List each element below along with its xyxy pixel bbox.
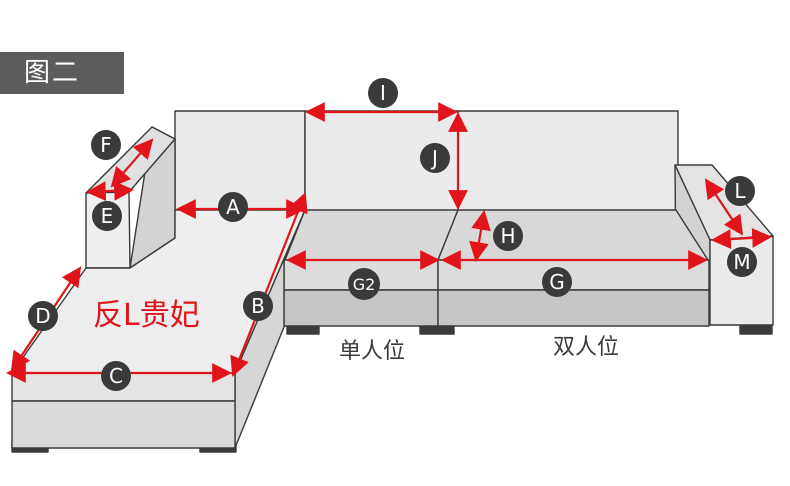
figure-tab: 图二 <box>0 52 124 94</box>
arrow-f <box>110 138 154 188</box>
arrow-l <box>704 178 744 236</box>
svg-text:I: I <box>380 81 386 105</box>
svg-text:C: C <box>109 364 123 388</box>
chaise-front-base <box>11 400 236 449</box>
svg-text:M: M <box>733 250 750 274</box>
svg-text:G: G <box>549 270 565 294</box>
dimension-arrows <box>6 102 772 383</box>
svg-text:B: B <box>251 294 265 318</box>
svg-text:J: J <box>430 146 438 170</box>
marker-g: G <box>542 267 572 297</box>
marker-c: C <box>101 361 131 391</box>
svg-text:H: H <box>500 224 515 248</box>
svg-text:E: E <box>101 204 114 228</box>
arrow-b <box>230 192 308 377</box>
sofa-body <box>11 110 774 453</box>
svg-text:D: D <box>35 304 50 328</box>
arrow-m <box>711 228 772 249</box>
svg-text:A: A <box>226 195 240 219</box>
marker-f: F <box>91 130 121 160</box>
marker-d: D <box>28 301 58 331</box>
marker-h: H <box>493 221 523 251</box>
marker-j: J <box>420 143 450 173</box>
dimension-markers: I J F E A H L <box>28 78 757 391</box>
svg-text:L: L <box>734 179 746 203</box>
single-seat-label: 单人位 <box>339 339 405 364</box>
back-cushion-right <box>457 110 679 212</box>
marker-b: B <box>243 291 273 321</box>
seat-front-double-top <box>437 259 710 291</box>
arrow-e <box>86 180 134 202</box>
svg-text:F: F <box>100 133 112 157</box>
marker-l: L <box>725 176 755 206</box>
marker-g2: G2 <box>348 268 380 300</box>
marker-i: I <box>368 78 398 108</box>
arrow-h <box>469 210 491 262</box>
seat-front-double-base <box>437 289 710 327</box>
foot-right <box>739 324 773 335</box>
marker-a: A <box>218 192 248 222</box>
double-seat-label: 双人位 <box>553 335 619 360</box>
marker-m: M <box>727 247 757 277</box>
svg-text:G2: G2 <box>353 275 376 294</box>
seat-cushion-single <box>284 209 459 261</box>
chaise-type-label: 反L贵妃 <box>93 298 200 333</box>
marker-e: E <box>92 201 122 231</box>
seat-cushion-double <box>437 209 709 261</box>
